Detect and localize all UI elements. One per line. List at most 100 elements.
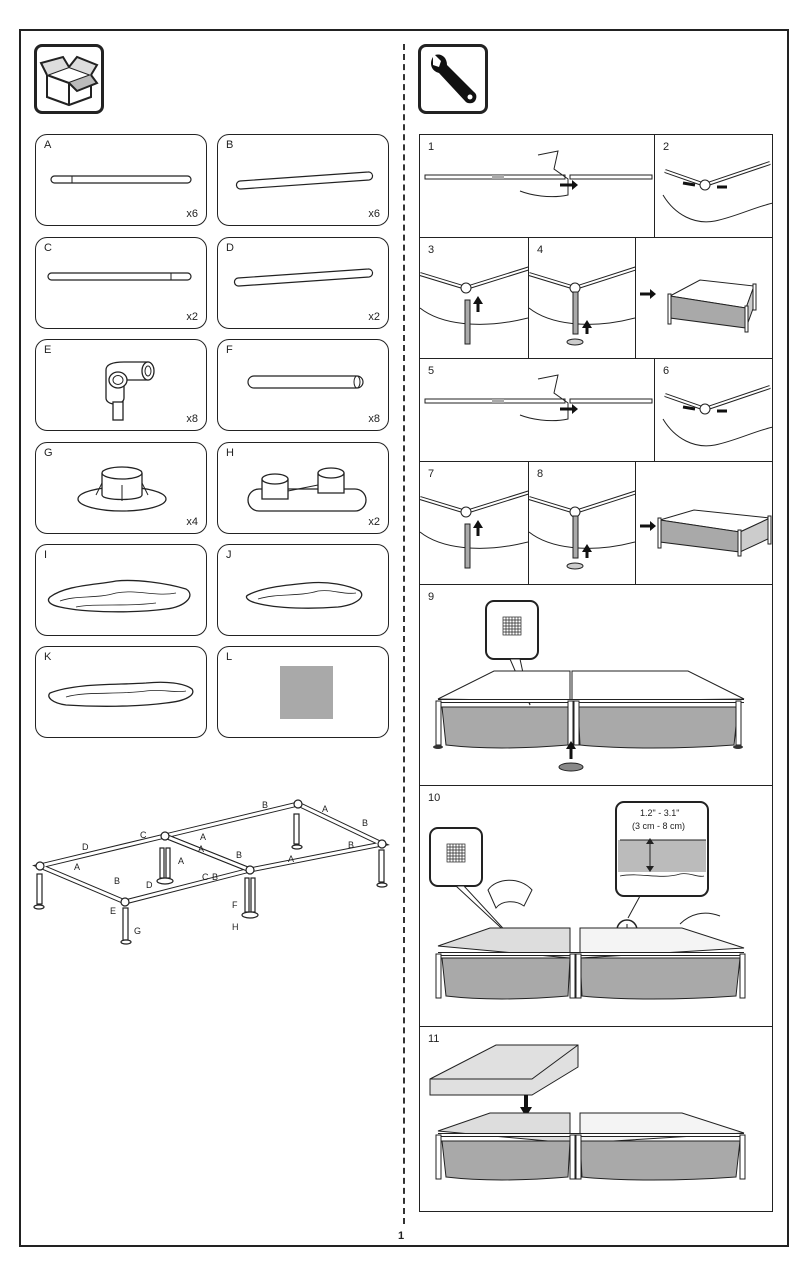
open-box-icon bbox=[34, 44, 104, 114]
part-letter: I bbox=[44, 549, 48, 561]
diagram-label: E bbox=[110, 906, 116, 916]
part-qty: x8 bbox=[186, 413, 198, 425]
diagram-label: B bbox=[114, 876, 120, 886]
diagram-label: A bbox=[322, 804, 328, 814]
diagram-label: A bbox=[288, 854, 294, 864]
step-11: 11 bbox=[419, 1026, 773, 1212]
diagram-label: F bbox=[232, 900, 238, 910]
part-letter: D bbox=[226, 242, 234, 254]
diagram-label: A bbox=[200, 832, 206, 842]
part-qty: x2 bbox=[368, 311, 380, 323]
step-number: 9 bbox=[428, 591, 435, 603]
depth-imperial-label: 1.2" - 3.1" bbox=[640, 808, 679, 818]
step-3: 3 bbox=[419, 237, 529, 359]
diagram-label: B bbox=[236, 850, 242, 860]
part-letter: C bbox=[44, 242, 52, 254]
pole-d-drawing bbox=[233, 268, 374, 287]
part-qty: x2 bbox=[368, 516, 380, 528]
part-letter: A bbox=[44, 139, 52, 151]
wrench-icon bbox=[418, 44, 488, 114]
part-letter: E bbox=[44, 344, 52, 356]
step-4-drawing bbox=[529, 266, 635, 346]
folded-liner-small-drawing bbox=[245, 581, 363, 609]
step-number: 6 bbox=[663, 365, 670, 377]
step-5-drawing bbox=[424, 374, 653, 422]
part-g: G x4 bbox=[35, 442, 207, 534]
step-number: 7 bbox=[428, 468, 435, 480]
column-divider bbox=[403, 44, 405, 1224]
step-4: 4 bbox=[528, 237, 636, 359]
step-2-drawing bbox=[662, 161, 772, 223]
step-7-drawing bbox=[420, 490, 528, 569]
part-qty: x2 bbox=[186, 311, 198, 323]
repair-patch-drawing bbox=[280, 666, 333, 719]
step-number: 3 bbox=[428, 244, 435, 256]
part-qty: x4 bbox=[186, 516, 198, 528]
folded-cover-drawing bbox=[48, 681, 194, 707]
part-qty: x8 bbox=[368, 413, 380, 425]
step-1-drawing bbox=[424, 150, 653, 198]
step-10: 10 1.2" - 3.1" (3 cm - 8 cm) bbox=[419, 785, 773, 1027]
small-pool-drawing bbox=[640, 509, 772, 557]
step-number: 2 bbox=[663, 141, 670, 153]
pole-a-drawing bbox=[50, 175, 192, 184]
part-letter: F bbox=[226, 344, 233, 356]
part-qty: x6 bbox=[186, 208, 198, 220]
step-3-drawing bbox=[420, 266, 528, 345]
part-d: D x2 bbox=[217, 237, 389, 329]
step-number: 5 bbox=[428, 365, 435, 377]
diagram-label: B bbox=[362, 818, 368, 828]
round-foot-drawing bbox=[77, 466, 167, 512]
part-j: J bbox=[217, 544, 389, 636]
step-11-drawing bbox=[429, 1044, 746, 1181]
step-4-result bbox=[635, 237, 773, 359]
step-number: 8 bbox=[537, 468, 544, 480]
diagram-label: D bbox=[82, 842, 89, 852]
step-10-drawing: 1.2" - 3.1" (3 cm - 8 cm) bbox=[429, 801, 746, 1000]
page-frame bbox=[19, 29, 789, 1247]
diagram-label: B bbox=[212, 872, 218, 882]
diagram-label: A bbox=[74, 862, 80, 872]
step-2: 2 bbox=[654, 134, 773, 238]
part-letter: J bbox=[226, 549, 232, 561]
step-number: 11 bbox=[428, 1033, 440, 1045]
frame-overview-diagram: D A C B E G D A C B A A B F H B A B B A bbox=[32, 799, 390, 945]
step-9: 9 bbox=[419, 584, 773, 786]
part-letter: H bbox=[226, 447, 234, 459]
step-number: 4 bbox=[537, 244, 544, 256]
diagram-label: H bbox=[232, 922, 239, 932]
part-letter: B bbox=[226, 139, 234, 151]
small-pool-drawing bbox=[640, 279, 757, 333]
part-b: B x6 bbox=[217, 134, 389, 226]
part-i: I bbox=[35, 544, 207, 636]
part-c: C x2 bbox=[35, 237, 207, 329]
step-number: 10 bbox=[428, 792, 441, 804]
step-8-drawing bbox=[529, 490, 635, 570]
part-letter: K bbox=[44, 651, 52, 663]
part-k: K bbox=[35, 646, 207, 738]
diagram-label: B bbox=[262, 800, 268, 810]
part-letter: L bbox=[226, 651, 233, 663]
step-1: 1 bbox=[419, 134, 655, 238]
pole-b-drawing bbox=[235, 171, 374, 190]
part-qty: x6 bbox=[368, 208, 380, 220]
diagram-label: C bbox=[140, 830, 147, 840]
diagram-label: A bbox=[198, 844, 204, 854]
double-foot-drawing bbox=[247, 467, 367, 512]
part-a: A x6 bbox=[35, 134, 207, 226]
short-pole-drawing bbox=[247, 375, 364, 389]
step-6: 6 bbox=[654, 358, 773, 462]
part-l: L bbox=[217, 646, 389, 738]
step-6-drawing bbox=[662, 385, 772, 447]
step-8-result bbox=[635, 461, 773, 585]
diagram-label: A bbox=[178, 856, 184, 866]
step-8: 8 bbox=[528, 461, 636, 585]
diagram-label: D bbox=[146, 880, 153, 890]
folded-liner-drawing bbox=[47, 579, 191, 613]
part-h: H x2 bbox=[217, 442, 389, 534]
corner-connector-drawing bbox=[105, 361, 155, 421]
part-e: E x8 bbox=[35, 339, 207, 431]
step-number: 1 bbox=[428, 141, 435, 153]
diagram-label: C bbox=[202, 872, 209, 882]
depth-metric-label: (3 cm - 8 cm) bbox=[632, 821, 685, 831]
